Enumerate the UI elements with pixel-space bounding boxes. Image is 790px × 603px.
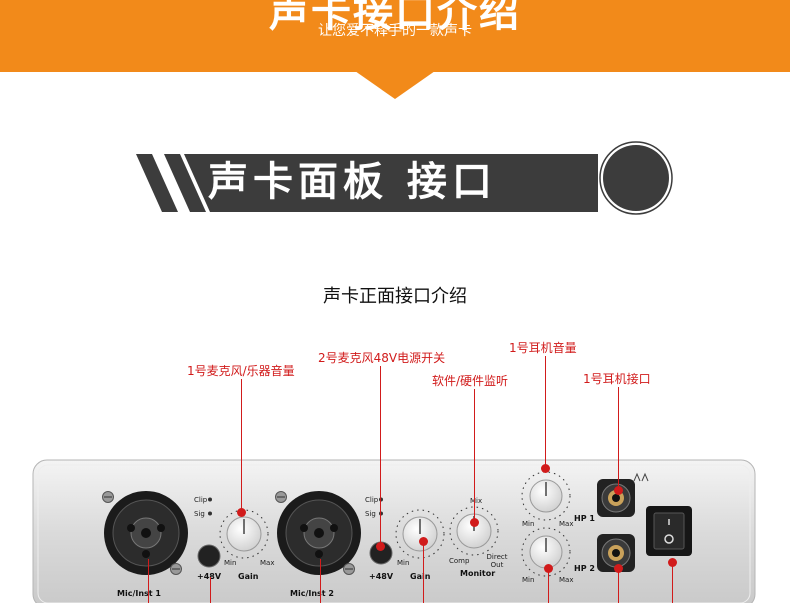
gain1-label: Gain: [238, 572, 259, 581]
led-indicators-1: [208, 497, 212, 516]
banner-title: 声卡接口介绍: [269, 0, 521, 36]
gain1-max: Max: [260, 559, 275, 567]
screw-icon: [102, 491, 114, 503]
gain2-min: Min: [397, 559, 410, 567]
leader-line-hp2-volume: [548, 568, 549, 603]
section-badge-shape: [136, 141, 673, 215]
led-indicators-2: [379, 497, 383, 516]
leader-line-hp1-volume: [545, 356, 546, 468]
gain2-label: Gain: [410, 572, 431, 581]
leader-line-combo2: [320, 559, 321, 603]
leader-line-monitor: [474, 389, 475, 522]
ch2-input-label: Mic/Inst 2: [290, 589, 334, 598]
front-panel-heading: 声卡正面接口介绍: [323, 286, 467, 307]
monitor-comp-label: Comp: [449, 557, 470, 565]
leader-line-phantom2: [380, 366, 381, 546]
hp2-max: Max: [559, 576, 574, 584]
hp2-min: Min: [522, 576, 535, 584]
marker-dot: [419, 537, 428, 546]
marker-dot: [237, 508, 246, 517]
phantom-label-2: +48V: [369, 572, 394, 581]
leader-line-hp2-jack: [618, 568, 619, 603]
callout-monitor: 软件/硬件监听: [432, 374, 509, 388]
hp1-label: HP 1: [574, 514, 595, 523]
marker-dot: [544, 564, 553, 573]
screw-icon: [343, 563, 355, 575]
hp2-label: HP 2: [574, 564, 595, 573]
phantom-button-1[interactable]: [196, 543, 222, 569]
gain1-min: Min: [224, 559, 237, 567]
marker-dot: [614, 564, 623, 573]
gain-knob-2[interactable]: [394, 508, 446, 560]
combo-jack-1-icon[interactable]: [103, 490, 189, 576]
marker-dot: [541, 464, 550, 473]
banner-pointer-icon: [355, 71, 435, 99]
callout-hp1-jack: 1号耳机接口: [583, 372, 651, 386]
phantom-label-1: +48V: [197, 572, 221, 581]
hp1-volume-knob[interactable]: [520, 470, 572, 522]
gain-knob-1[interactable]: [218, 508, 270, 560]
monitor-mix-label: Mix: [470, 497, 483, 505]
monitor-label: Monitor: [460, 569, 496, 578]
clip-label-1: Clip: [194, 496, 208, 504]
monitor-direct-out-label: Direct Out: [486, 553, 508, 569]
callout-hp1-volume: 1号耳机音量: [509, 341, 577, 355]
section-badge-title: 声卡面板 接口: [208, 159, 497, 205]
leader-line-power: [672, 562, 673, 603]
headphone-symbol-icon: [633, 472, 649, 482]
hp1-jack-icon[interactable]: [596, 478, 636, 518]
leader-line-phantom1: [210, 577, 211, 603]
top-banner: 声卡接口介绍 让您爱不释手的一款声卡: [0, 0, 790, 72]
audio-interface-panel: [32, 459, 756, 603]
callout-phantom2: 2号麦克风48V电源开关: [318, 351, 446, 365]
sig-label-2: Sig: [365, 510, 376, 518]
power-switch-icon[interactable]: [645, 505, 693, 557]
banner-subtitle: 让您爱不释手的一款声卡: [318, 23, 472, 39]
clip-label-2: Clip: [365, 496, 379, 504]
marker-dot: [614, 486, 623, 495]
combo-jack-2-icon[interactable]: [276, 490, 362, 576]
hp1-max: Max: [559, 520, 574, 528]
marker-dot: [668, 558, 677, 567]
screw-icon: [170, 563, 182, 575]
hp1-min: Min: [522, 520, 535, 528]
leader-line-combo1: [148, 559, 149, 603]
ch1-input-label: Mic/Inst 1: [117, 589, 161, 598]
leader-line-gain2: [423, 541, 424, 603]
sig-label-1: Sig: [194, 510, 205, 518]
marker-dot: [376, 542, 385, 551]
leader-line-hp1-jack: [618, 387, 619, 490]
hp2-jack-icon[interactable]: [596, 533, 636, 573]
marker-dot: [470, 518, 479, 527]
leader-line-gain1: [241, 379, 242, 512]
screw-icon: [275, 491, 287, 503]
callout-gain1: 1号麦克风/乐器音量: [187, 364, 295, 378]
